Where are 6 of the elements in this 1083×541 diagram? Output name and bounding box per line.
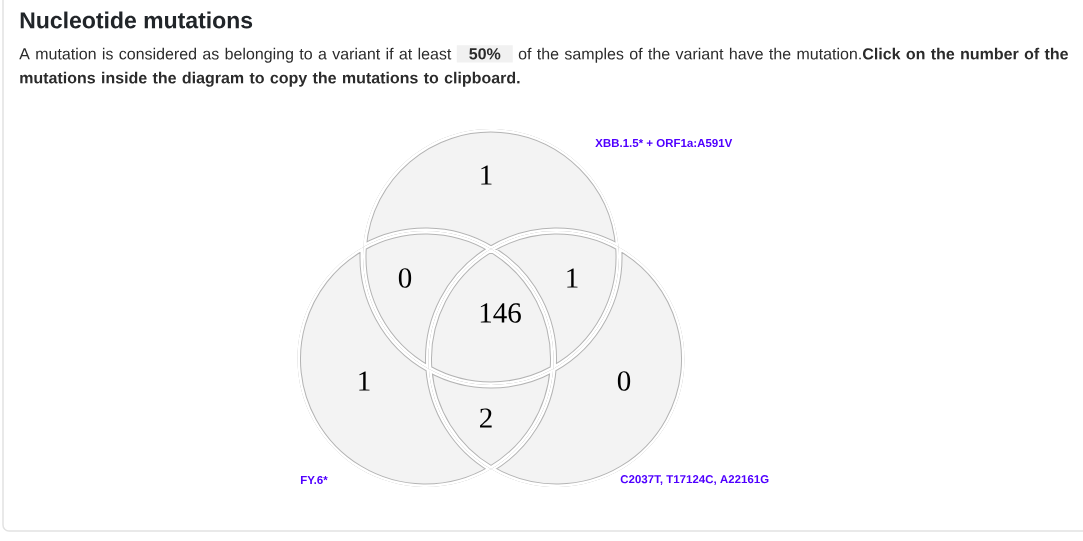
venn-region: 2 (428, 368, 554, 469)
venn-region: 146 (428, 249, 554, 385)
heading: Nucleotide mutations (20, 11, 253, 29)
input-field: 50% (456, 45, 513, 63)
description-text: A mutation is considered as belonging to a variant if at least 50% of the samples of the variant have the mutation.Click on the number of the mutations inside the diagram to copy the mutations to clipboard. (19, 45, 1068, 87)
set-label: FY.6* (300, 475, 328, 485)
